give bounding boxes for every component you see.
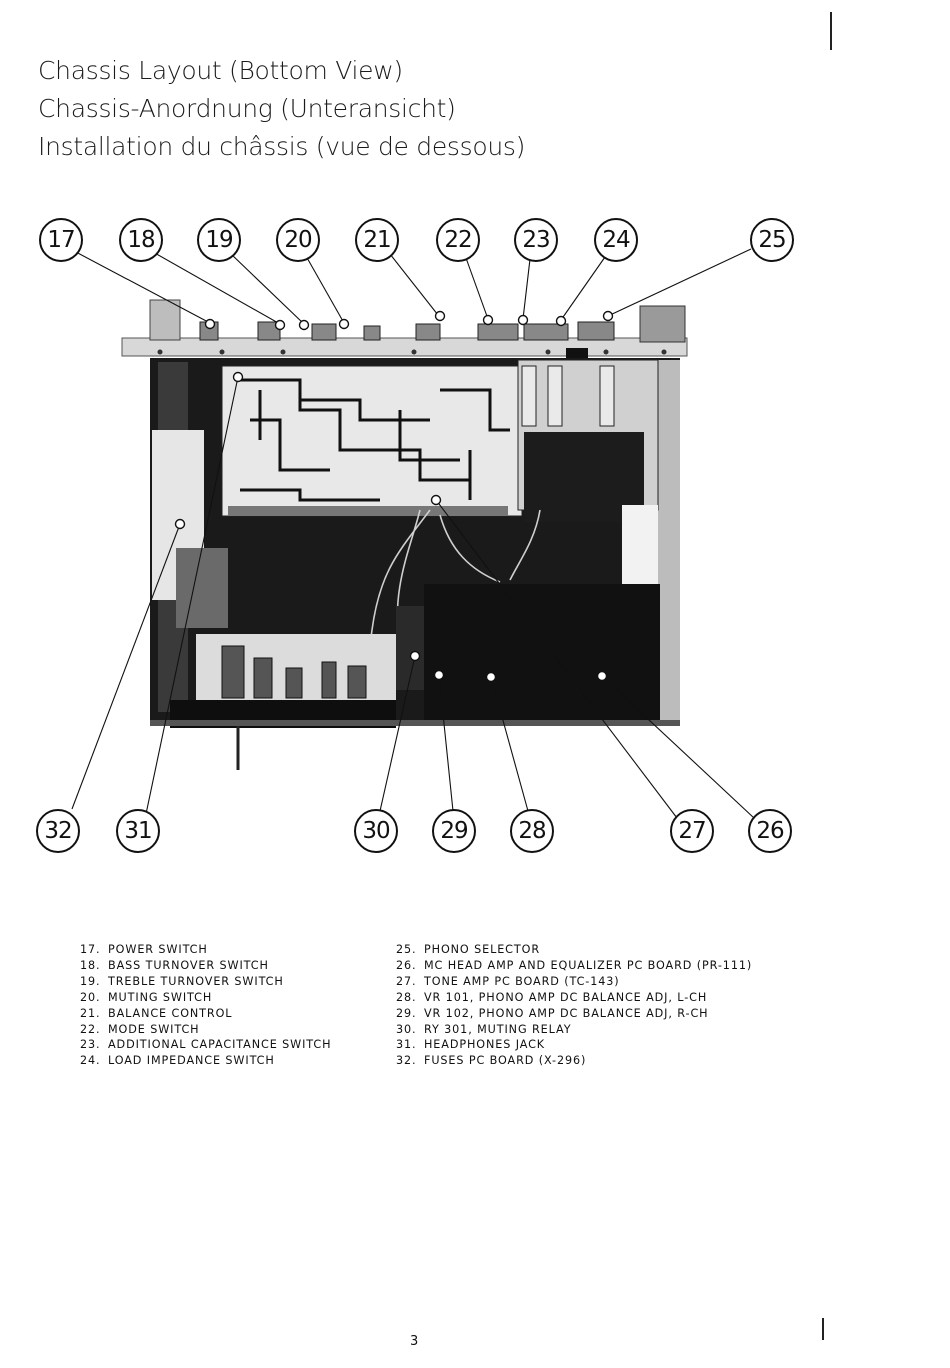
margin-mark-bottom xyxy=(822,1318,824,1340)
legend-label: FUSES PC BOARD (X-296) xyxy=(424,1054,587,1068)
legend-label: ADDITIONAL CAPACITANCE SWITCH xyxy=(108,1038,332,1052)
legend-item: 22. MODE SWITCH xyxy=(80,1022,331,1038)
legend-label: MC HEAD AMP AND EQUALIZER PC BOARD (PR-1… xyxy=(424,958,753,972)
callout-27: 27 xyxy=(670,809,714,853)
legend-item: 24. LOAD IMPEDANCE SWITCH xyxy=(80,1053,331,1069)
legend-number: 17. xyxy=(80,943,101,956)
title-french: Installation du châssis (vue de dessous) xyxy=(38,132,526,161)
legend-label: RY 301, MUTING RELAY xyxy=(424,1022,572,1036)
legend-item: 21. BALANCE CONTROL xyxy=(80,1006,331,1022)
svg-text:29: 29 xyxy=(440,818,468,844)
chassis-photo xyxy=(121,299,688,770)
title-english: Chassis Layout (Bottom View) xyxy=(38,56,403,85)
svg-text:21: 21 xyxy=(363,227,390,253)
legend-label: MUTING SWITCH xyxy=(108,990,213,1004)
legend-label: VR 101, PHONO AMP DC BALANCE ADJ, L-CH xyxy=(424,990,708,1004)
legend-number: 31. xyxy=(396,1038,417,1052)
legend-number: 19. xyxy=(80,974,101,988)
legend-label: HEADPHONES JACK xyxy=(424,1038,546,1052)
legend-item: 29. VR 102, PHONO AMP DC BALANCE ADJ, R-C… xyxy=(396,1006,752,1022)
callout-32: 32 xyxy=(36,809,80,853)
legend-number: 29. xyxy=(396,1006,417,1020)
legend-number: 18. xyxy=(80,958,101,972)
legend-item: 19. TREBLE TURNOVER SWITCH xyxy=(80,974,331,990)
svg-text:22: 22 xyxy=(444,227,471,253)
svg-text:17: 17 xyxy=(47,227,74,253)
callout-26: 26 xyxy=(748,809,792,853)
svg-text:19: 19 xyxy=(205,227,233,253)
legend-label: LOAD IMPEDANCE SWITCH xyxy=(108,1054,275,1068)
svg-text:18: 18 xyxy=(127,227,155,253)
svg-text:27: 27 xyxy=(678,818,705,844)
svg-text:32: 32 xyxy=(44,818,71,844)
svg-text:23: 23 xyxy=(522,227,549,253)
legend-label: POWER SWITCH xyxy=(108,943,208,956)
callout-21: 21 xyxy=(355,218,399,262)
callout-30: 30 xyxy=(354,809,398,853)
callout-18: 18 xyxy=(119,218,163,262)
legend-label: BASS TURNOVER SWITCH xyxy=(108,958,269,972)
legend-label: VR 102, PHONO AMP DC BALANCE ADJ, R-CH xyxy=(424,1006,709,1020)
legend-number: 24. xyxy=(80,1054,101,1068)
legend-number: 27. xyxy=(396,974,417,988)
callout-24: 24 xyxy=(594,218,638,262)
callout-22: 22 xyxy=(436,218,480,262)
legend-label: TONE AMP PC BOARD (TC-143) xyxy=(424,974,620,988)
callout-19: 19 xyxy=(197,218,241,262)
leader-lines xyxy=(71,248,755,819)
legend-label: PHONO SELECTOR xyxy=(424,943,540,956)
svg-text:30: 30 xyxy=(362,818,390,844)
callout-31: 31 xyxy=(116,809,160,853)
legend-item: 23. ADDITIONAL CAPACITANCE SWITCH xyxy=(80,1037,331,1053)
title-german: Chassis-Anordnung (Unteransicht) xyxy=(38,94,456,123)
legend-number: 23. xyxy=(80,1038,101,1052)
callout-29: 29 xyxy=(432,809,476,853)
legend-item: 26. MC HEAD AMP AND EQUALIZER PC BOARD (P… xyxy=(396,958,752,974)
callout-20: 20 xyxy=(276,218,320,262)
chassis-diagram: 17 18 19 20 21 22 23 24 25 32 31 30 29 2… xyxy=(36,218,794,853)
svg-text:31: 31 xyxy=(124,818,151,844)
legend-number: 26. xyxy=(396,958,417,972)
legend-number: 21. xyxy=(80,1006,101,1020)
svg-text:20: 20 xyxy=(284,227,312,253)
pointer-dots xyxy=(174,310,614,683)
legend-item: 20. MUTING SWITCH xyxy=(80,990,331,1006)
legend-number: 30. xyxy=(396,1022,417,1036)
legend-right: 25. PHONO SELECTOR 26. MC HEAD AMP AND EQU… xyxy=(396,942,752,1069)
callout-28: 28 xyxy=(510,809,554,853)
legend-number: 20. xyxy=(80,990,101,1004)
legend-number: 32. xyxy=(396,1054,417,1068)
legend-item: 27. TONE AMP PC BOARD (TC-143) xyxy=(396,974,752,990)
legend-item: 18. BASS TURNOVER SWITCH xyxy=(80,958,331,974)
title-block: Chassis Layout (Bottom View) Chassis-Ano… xyxy=(38,52,525,166)
svg-text:28: 28 xyxy=(518,818,546,844)
svg-text:26: 26 xyxy=(756,818,784,844)
legend-label: TREBLE TURNOVER SWITCH xyxy=(108,974,284,988)
legend-number: 28. xyxy=(396,990,417,1004)
legend-item: 25. PHONO SELECTOR xyxy=(396,942,752,958)
svg-text:25: 25 xyxy=(758,227,785,253)
page-number: 3 xyxy=(410,1334,419,1349)
legend-label: MODE SWITCH xyxy=(108,1022,200,1036)
legend-number: 25. xyxy=(396,943,417,956)
legend-item: 30. RY 301, MUTING RELAY xyxy=(396,1022,752,1038)
callout-23: 23 xyxy=(514,218,558,262)
callout-17: 17 xyxy=(39,218,83,262)
legend-item: 32. FUSES PC BOARD (X-296) xyxy=(396,1053,752,1069)
legend-left: 17.POWER SWITCH 18.BASS TURNOVER SWITCH … xyxy=(80,942,331,1069)
margin-mark-top xyxy=(830,12,832,50)
legend-item: 28. VR 101, PHONO AMP DC BALANCE ADJ, L-C… xyxy=(396,990,752,1006)
legend-item: 31. HEADPHONES JACK xyxy=(396,1037,752,1053)
legend-label: BALANCE CONTROL xyxy=(108,1006,233,1020)
svg-text:24: 24 xyxy=(602,227,630,253)
legend-number: 22. xyxy=(80,1022,101,1036)
callout-25: 25 xyxy=(750,218,794,262)
legend-item: 17. POWER SWITCH xyxy=(80,942,331,958)
